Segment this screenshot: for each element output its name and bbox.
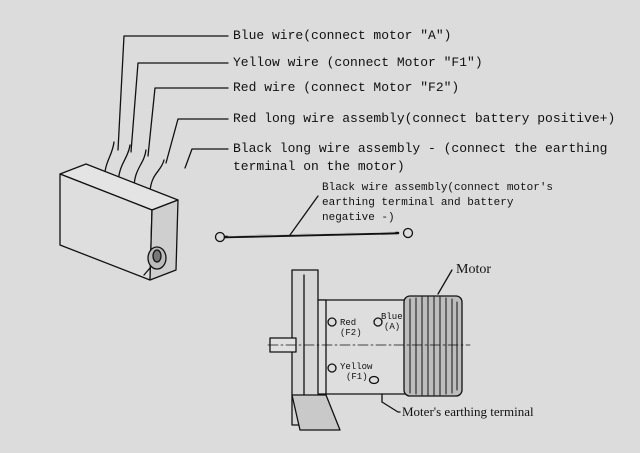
label-yellow-wire: Yellow wire (connect Motor "F1") xyxy=(233,55,483,70)
leader-yellow xyxy=(130,62,229,153)
label-terminal-f1: (F1) xyxy=(346,372,368,382)
label-black-assembly-line3: negative -) xyxy=(322,212,395,224)
motor-body xyxy=(317,299,409,395)
ring-terminal-right-icon xyxy=(402,227,414,239)
ring-terminal-left-icon xyxy=(214,231,226,243)
label-earthing-terminal: Moter's earthing terminal xyxy=(402,404,534,419)
wire-4 xyxy=(149,159,165,192)
motor-endcap xyxy=(403,295,463,397)
label-terminal-a: (A) xyxy=(384,322,401,332)
black-wire-assembly xyxy=(214,195,414,243)
terminal-f2-icon xyxy=(327,317,337,327)
assembly-leader xyxy=(289,195,319,236)
label-red-long-wire: Red long wire assembly(connect battery p… xyxy=(233,111,616,126)
motor-fins xyxy=(409,296,458,396)
box-switch-lever xyxy=(143,267,151,276)
box-switch-knob xyxy=(152,249,162,263)
label-black-long-wire-line2: terminal on the motor) xyxy=(233,159,405,174)
label-motor: Motor xyxy=(456,262,491,277)
terminal-f1-icon xyxy=(327,363,337,373)
leader-blue xyxy=(117,35,229,151)
assembly-wire xyxy=(223,231,400,239)
label-terminal-blue: Blue xyxy=(381,312,403,322)
leader-red-long xyxy=(165,118,229,164)
label-blue-wire: Blue wire(connect motor "A") xyxy=(233,28,452,43)
leader-lines xyxy=(117,35,229,169)
motor xyxy=(267,269,471,431)
label-black-long-wire-line1: Black long wire assembly - (connect the … xyxy=(233,141,608,156)
label-terminal-yellow: Yellow xyxy=(340,362,373,372)
label-black-assembly-line2: earthing terminal and battery xyxy=(322,197,514,209)
label-black-assembly-line1: Black wire assembly(connect motor's xyxy=(322,182,554,194)
terminal-a-icon xyxy=(373,317,383,327)
leader-red xyxy=(147,87,229,157)
terminal-extra-icon xyxy=(368,375,380,385)
leader-black-long xyxy=(184,148,229,169)
motor-leader xyxy=(437,269,453,295)
bracket-foot xyxy=(291,394,341,431)
label-red-wire: Red wire (connect Motor "F2") xyxy=(233,80,460,95)
control-box xyxy=(59,163,179,281)
assembly-wire-inner xyxy=(227,231,396,237)
earthing-leader xyxy=(381,401,401,413)
label-terminal-f2: (F2) xyxy=(340,328,362,338)
label-terminal-red: Red xyxy=(340,318,357,328)
